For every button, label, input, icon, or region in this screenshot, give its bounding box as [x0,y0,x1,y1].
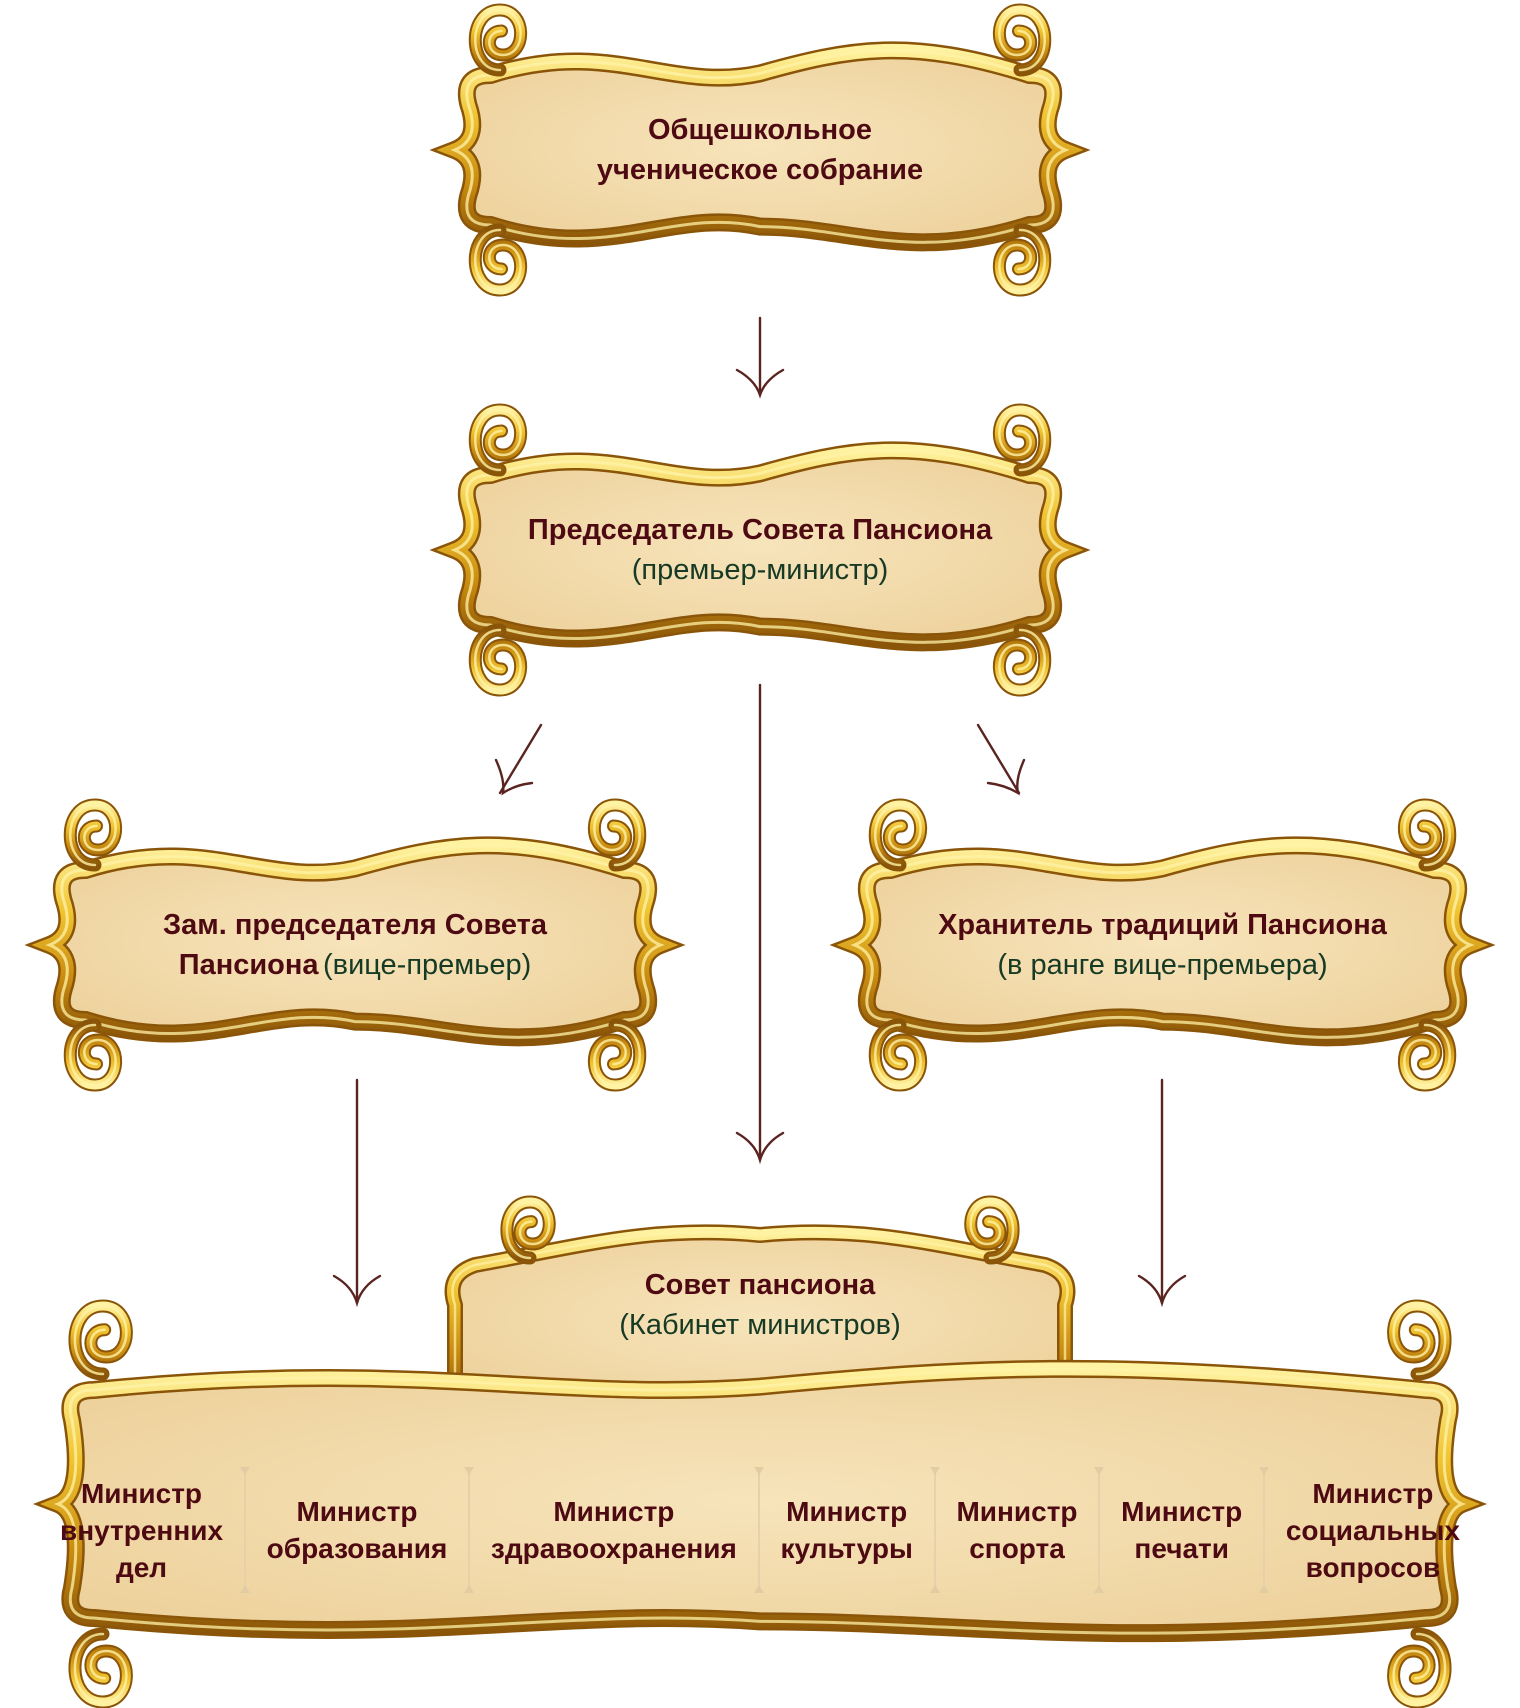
node-subtitle: (в ранге вице-премьера) [997,949,1328,981]
ornate-frame-icon [429,403,1091,697]
arrow-head-icon [735,368,785,399]
separator-tip [929,1585,940,1593]
minister-line: дел [115,1551,168,1583]
separator-tip [1094,1585,1105,1593]
scroll-ornament-icon [468,223,528,297]
minister-separator [239,1467,250,1593]
scroll-ornament-icon [1397,1018,1457,1092]
minister-separator [929,1467,940,1593]
minister-line: спорта [969,1533,1065,1564]
node-subtitle: (вице-премьер) [323,949,532,981]
node-ministers [8,1299,1512,1708]
scroll-ornament-icon [868,798,928,872]
scroll-ornament-icon [468,623,528,697]
ornate-frame-icon [24,798,686,1092]
scroll-ornament-icon [468,3,528,77]
node-title: Общешкольное [648,114,872,146]
minister-item: Министр социальных вопросов [1286,1475,1460,1586]
node-chairman: Председатель Совета Пансиона (премьер-ми… [415,400,1105,700]
scroll-ornament-icon [587,1018,647,1092]
scroll-ornament-icon [500,1195,556,1265]
scroll-ornament-icon [992,403,1052,477]
scroll-ornament-icon [992,623,1052,697]
ornate-frame-icon [444,1195,1076,1413]
minister-line: Министр [1312,1477,1434,1509]
node-title: Хранитель традиций Пансиона [938,909,1387,941]
separator-tip [464,1585,475,1593]
arrow-head-icon [986,758,1026,796]
node-council: Совет пансиона (Кабинет министров) [435,1185,1085,1413]
node-assembly: Общешкольное ученическое собрание [415,0,1105,300]
minister-line: печати [1134,1533,1229,1564]
minister-line: внутренних [60,1514,224,1546]
ornate-frame-icon [33,1299,1487,1708]
scroll-ornament-icon [68,1299,133,1381]
node-deputy: Зам. председателя Совета Пансиона (вице-… [10,795,700,1095]
scroll-ornament-icon [63,1018,123,1092]
scroll-ornament-icon [1397,798,1457,872]
node-title: Председатель Совета Пансиона [527,514,993,546]
arrow-head-icon [1137,1274,1187,1308]
node-subtitle: (премьер-министр) [631,554,889,586]
ornate-frame-icon [429,3,1091,297]
minister-line: Министр [1121,1496,1243,1527]
node-title: Пансиона [178,949,319,981]
node-keeper: Хранитель традиций Пансиона (в ранге виц… [815,795,1510,1095]
scroll-ornament-icon [964,1195,1020,1265]
minister-separator [753,1467,764,1593]
minister-line: Министр [80,1477,203,1509]
arrow-head-icon [735,1131,785,1165]
separator-tip [1259,1585,1270,1593]
scroll-ornament-icon [1387,1299,1452,1381]
minister-line: здравоохранения [490,1533,737,1564]
scroll-ornament-icon [587,798,647,872]
minister-item: Министр спорта [956,1493,1077,1567]
scroll-ornament-icon [63,798,123,872]
minister-separator [1094,1467,1105,1593]
arrow-line [976,723,1021,795]
minister-line: Министр [786,1496,908,1527]
separator-tip [753,1585,764,1593]
minister-item: Министр здравоохранения [491,1493,737,1567]
node-subtitle: (Кабинет министров) [619,1309,901,1341]
node-title: ученическое собрание [596,154,924,186]
scroll-ornament-icon [468,403,528,477]
node-title: Зам. председателя Совета [163,909,547,941]
arrow-head-icon [332,1274,382,1308]
separator-tip [239,1585,250,1593]
minister-item: Министр образования [267,1493,448,1567]
minister-separator [1259,1467,1270,1593]
minister-line: Министр [553,1496,675,1527]
minister-item: Министр культуры [780,1493,912,1567]
arrow-head-icon [494,758,534,796]
scroll-ornament-icon [868,1018,928,1092]
scroll-ornament-icon [68,1627,133,1708]
arrow-line [498,723,543,795]
minister-line: вопросов [1305,1551,1441,1583]
minister-separator [464,1467,475,1593]
minister-item: Министр печати [1121,1493,1242,1567]
minister-line: социальных [1285,1514,1460,1546]
minister-item: Министр внутренних дел [60,1475,223,1586]
minister-line: образования [266,1533,448,1564]
ornate-frame-icon [829,798,1496,1092]
node-title: Совет пансиона [644,1269,876,1301]
scroll-ornament-icon [1387,1627,1452,1708]
minister-line: культуры [780,1533,913,1564]
minister-line: Министр [296,1496,418,1527]
scroll-ornament-icon [992,223,1052,297]
minister-line: Министр [956,1496,1078,1527]
scroll-ornament-icon [992,3,1052,77]
